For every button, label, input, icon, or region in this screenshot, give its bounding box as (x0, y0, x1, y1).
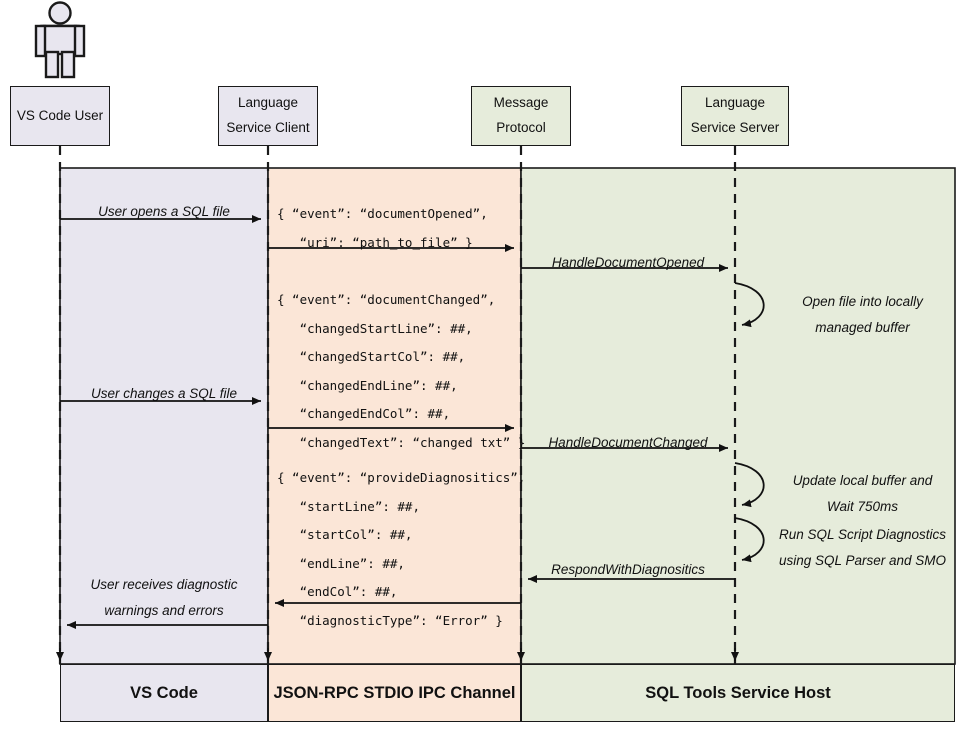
activity-bands (59, 167, 956, 665)
label-user-changes-sql-file: User changes a SQL file (60, 381, 268, 407)
label-text-line1: User receives diagnostic (90, 577, 238, 592)
participant-label-line1: Language (237, 95, 299, 111)
label-user-receives-diagnostics: User receives diagnostic warnings and er… (60, 572, 268, 625)
label-text: HandleDocumentChanged (548, 435, 708, 450)
footer-label: JSON-RPC STDIO IPC Channel (273, 683, 516, 702)
note-text-line1: Update local buffer and (792, 473, 933, 488)
message-arrows (60, 215, 735, 629)
participant-message-protocol[interactable]: Message Protocol (471, 86, 571, 146)
json-payload-document-changed: { “event”: “documentChanged”, “changedSt… (277, 292, 526, 450)
arc-update-buffer-wait (734, 462, 765, 508)
note-run-sql-script-diagnostics: Run SQL Script Diagnostics using SQL Par… (765, 522, 960, 575)
label-text: RespondWithDiagnositics (551, 562, 705, 577)
label-text: HandleDocumentOpened (551, 255, 705, 270)
arc-run-diagnostics (734, 517, 765, 563)
note-open-file-into-buffer: Open file into locally managed buffer (770, 289, 955, 342)
label-handle-document-opened: HandleDocumentOpened (521, 250, 735, 276)
footer-cell-vs-code[interactable]: VS Code (60, 664, 268, 722)
arc-open-file-buffer (734, 282, 765, 328)
label-text: User changes a SQL file (90, 386, 238, 401)
note-text-line2: Wait 750ms (826, 499, 899, 515)
participant-label-line1: Message (493, 95, 549, 111)
actor-figure (34, 1, 86, 79)
participant-label-line1: Language (704, 95, 766, 111)
participant-language-service-server[interactable]: Language Service Server (681, 86, 789, 146)
band-vscode (59, 167, 269, 665)
label-text-line2: warnings and errors (104, 603, 224, 619)
note-text-line2: managed buffer (815, 320, 910, 336)
footer-terminators (56, 648, 739, 661)
participant-vs-code-user[interactable]: VS Code User (10, 86, 110, 146)
participant-label-line1: VS Code User (16, 107, 104, 123)
json-payload-provide-diagnositics: { “event”: “provideDiagnositics”, “start… (277, 470, 526, 628)
note-text-line1: Open file into locally (802, 294, 923, 309)
note-text-line1: Run SQL Script Diagnostics (778, 527, 947, 542)
footer-cell-json-rpc-stdio-ipc-channel[interactable]: JSON-RPC STDIO IPC Channel (268, 664, 521, 722)
footer-cell-sql-tools-service-host[interactable]: SQL Tools Service Host (521, 664, 955, 722)
label-handle-document-changed: HandleDocumentChanged (521, 430, 735, 456)
participant-label-line2: Protocol (496, 120, 546, 135)
band-ipc (267, 167, 522, 665)
footer-label: SQL Tools Service Host (645, 683, 831, 702)
label-text: User opens a SQL file (98, 204, 230, 219)
json-payload-document-opened: { “event”: “documentOpened”, “uri”: “pat… (277, 206, 488, 250)
lifelines (58, 146, 737, 664)
label-respond-with-diagnositics: RespondWithDiagnositics (521, 557, 735, 583)
note-update-buffer-wait: Update local buffer and Wait 750ms (770, 468, 955, 521)
footer-label: VS Code (130, 683, 198, 702)
participant-label-line2: Service Client (226, 120, 310, 135)
label-user-opens-sql-file: User opens a SQL file (60, 199, 268, 225)
participant-language-service-client[interactable]: Language Service Client (218, 86, 318, 146)
self-call-arcs (734, 282, 765, 563)
band-service (520, 167, 956, 665)
note-text-line2: using SQL Parser and SMO (778, 553, 947, 569)
participant-label-line2: Service Server (690, 120, 780, 135)
